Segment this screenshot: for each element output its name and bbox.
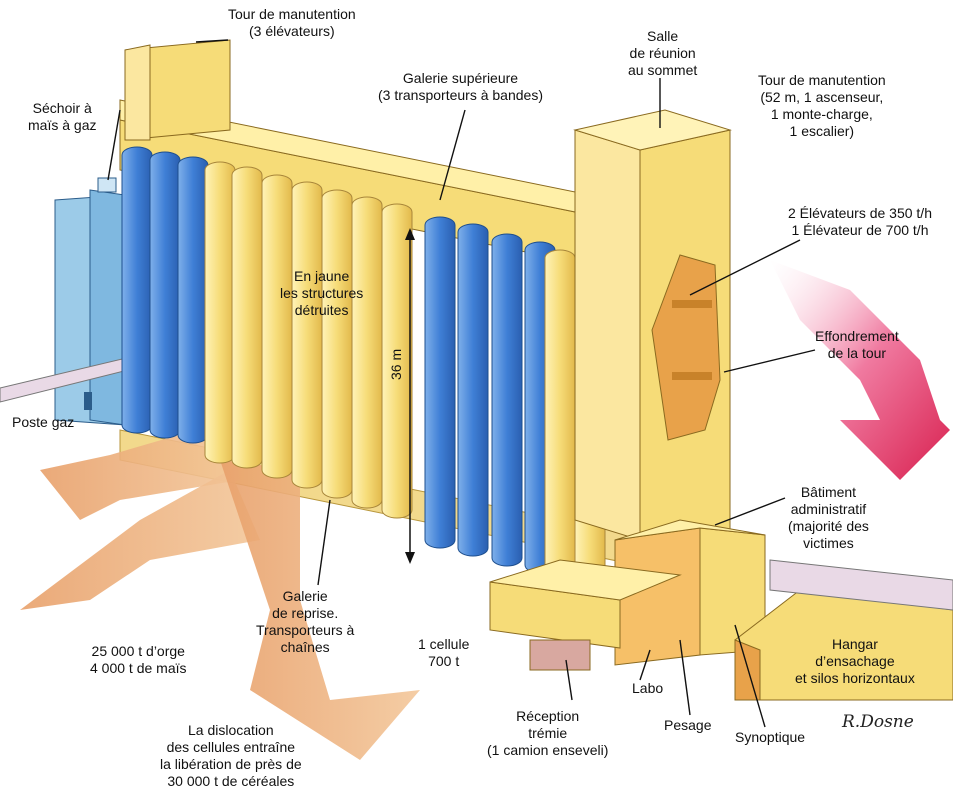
destroyed-silo-cell (381, 203, 413, 519)
artist-signature: R.Dosne (842, 712, 914, 732)
label-height-36m: 36 m (388, 348, 404, 380)
leader-tour-3-elev (195, 39, 229, 43)
intact-silo-cell (457, 223, 489, 557)
destroyed-silo-cell (351, 196, 383, 509)
leader-effondrement (723, 349, 816, 373)
intact-silo-cell (424, 216, 456, 549)
intact-silo-cell (491, 233, 523, 567)
leader-galerie-reprise (317, 499, 331, 586)
leader-batiment (714, 497, 786, 526)
label-pesage: Pesage (664, 717, 712, 733)
collapse-arrow (770, 260, 950, 480)
leader-labo (639, 649, 651, 681)
intact-silo-cell (121, 146, 153, 434)
destroyed-silo-cell (204, 161, 236, 464)
leader-pesage (679, 639, 691, 716)
hangar (734, 559, 953, 701)
reception-building (489, 559, 682, 671)
leader-lines (107, 39, 816, 728)
label-tour-52m: Tour de manutention(52 m, 1 ascenseur,1 … (758, 72, 886, 139)
destroyed-silo-cell (231, 166, 263, 469)
right-handling-tower (573, 109, 732, 541)
leader-elevateurs (689, 239, 801, 296)
destroyed-silo-cell (291, 181, 323, 489)
debris-arrow-orge (20, 470, 260, 610)
debris-arrow-left (40, 420, 240, 520)
destroyed-silo-cell (321, 189, 353, 499)
label-synoptique: Synoptique (735, 729, 806, 745)
gas-dryer-building (54, 177, 126, 426)
leader-sechoir (107, 109, 121, 181)
destroyed-silo-cell (261, 174, 293, 479)
label-galerie-superieure: Galerie supérieure(3 transporteurs à ban… (378, 70, 543, 103)
left-handling-tower (124, 39, 231, 141)
label-tour-3-elevateurs: Tour de manutention(3 élévateurs) (228, 6, 356, 39)
silo-row (121, 146, 606, 594)
height-dimension (405, 228, 415, 564)
intact-silo-cell (149, 151, 181, 439)
label-labo: Labo (632, 680, 664, 696)
label-poste-gaz: Poste gaz (12, 414, 75, 430)
debris-arrow-down (220, 460, 420, 760)
intact-silo-cell (177, 156, 209, 444)
leader-synoptique (734, 624, 766, 728)
destroyed-silo-cell (544, 249, 576, 584)
leader-galerie-sup (439, 109, 466, 201)
leader-reception (565, 659, 573, 701)
